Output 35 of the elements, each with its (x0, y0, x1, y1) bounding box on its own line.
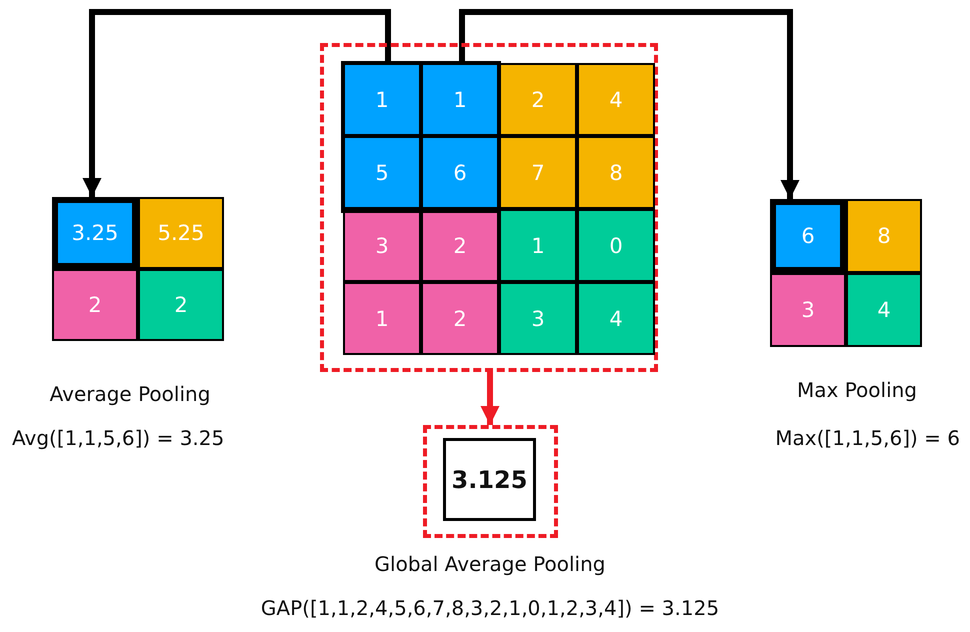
caption: Max Pooling (797, 378, 917, 402)
caption: Global Average Pooling (374, 552, 606, 576)
grid-cell: 1 (499, 209, 577, 282)
grid-cell: 2 (499, 63, 577, 136)
formula: GAP([1,1,2,4,5,6,7,8,3,2,1,0,1,2,3,4]) = 3.125 (260, 596, 720, 620)
grid-cell: 5.25 (138, 197, 224, 269)
grid-cell: 2 (52, 269, 138, 341)
grid-cell: 7 (499, 136, 577, 209)
grid-cell: 4 (577, 282, 655, 355)
grid-cell: 3.25 (52, 197, 138, 269)
grid-cell: 3 (770, 273, 846, 347)
grid-cell: 1 (343, 282, 421, 355)
dashed-region (423, 425, 558, 538)
grid-cell: 6 (770, 199, 846, 273)
grid-cell: 2 (138, 269, 224, 341)
dashed-region (320, 43, 658, 372)
grid-cell: 6 (421, 136, 499, 209)
grid-cell: 0 (577, 209, 655, 282)
formula: Avg([1,1,5,6]) = 3.25 (12, 426, 224, 450)
grid-cell: 1 (421, 63, 499, 136)
grid-cell: 8 (577, 136, 655, 209)
caption: Average Pooling (50, 382, 210, 406)
grid-cell: 2 (421, 282, 499, 355)
grid-cell: 8 (846, 199, 922, 273)
pooling-window (341, 61, 501, 213)
grid-cell: 5 (343, 136, 421, 209)
arrow (480, 372, 500, 425)
arrow (459, 9, 800, 199)
arrow (82, 9, 391, 197)
output-box: 3.125 (443, 438, 536, 521)
grid-cell: 1 (343, 63, 421, 136)
grid-cell: 4 (846, 273, 922, 347)
formula: Max([1,1,5,6]) = 6 (775, 426, 960, 450)
grid-cell: 4 (577, 63, 655, 136)
grid-cell: 3 (499, 282, 577, 355)
